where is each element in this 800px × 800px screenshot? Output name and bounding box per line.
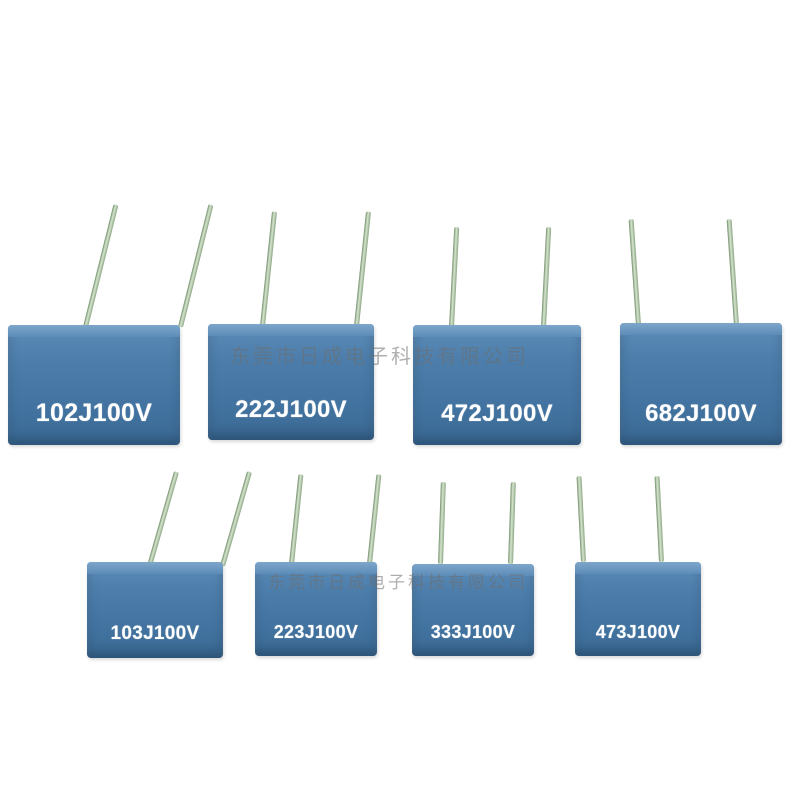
capacitor-label: 682J100V xyxy=(645,399,757,427)
capacitor-label: 223J100V xyxy=(273,621,359,642)
capacitor-103j100v: 103J100V xyxy=(87,468,252,658)
capacitor-label: 102J100V xyxy=(35,399,153,428)
capacitor-102j100v: 102J100V xyxy=(8,200,214,445)
lead-right xyxy=(367,474,382,565)
lead-right xyxy=(220,471,252,567)
capacitor-333j100v: 333J100V xyxy=(412,481,538,656)
lead-right xyxy=(354,211,372,327)
capacitor-body: 223J100V xyxy=(255,562,377,656)
lead-left xyxy=(289,474,304,565)
capacitor-222j100v: 222J100V xyxy=(208,210,378,440)
lead-left xyxy=(260,211,278,327)
capacitor-682j100v: 682J100V xyxy=(620,218,786,445)
capacitor-body: 682J100V xyxy=(620,323,782,445)
lead-left xyxy=(628,219,641,326)
lead-left xyxy=(147,471,179,567)
capacitor-223j100v: 223J100V xyxy=(255,474,382,656)
capacitor-label: 472J100V xyxy=(441,400,553,428)
capacitor-label: 333J100V xyxy=(430,622,516,643)
lead-right xyxy=(508,481,516,565)
capacitor-body: 473J100V xyxy=(575,562,701,656)
watermark-bottom: 东莞市日成电子科技有限公司 xyxy=(268,573,528,593)
lead-right xyxy=(726,219,739,326)
capacitor-body: 472J100V xyxy=(413,325,581,445)
capacitor-473j100v: 473J100V xyxy=(575,475,705,656)
capacitor-label: 103J100V xyxy=(110,622,200,644)
capacitor-body: 222J100V xyxy=(208,324,374,440)
capacitor-body: 103J100V xyxy=(87,562,223,658)
lead-right xyxy=(654,475,664,563)
lead-left xyxy=(438,481,446,565)
capacitor-body: 333J100V xyxy=(412,564,534,656)
lead-left xyxy=(576,475,586,563)
lead-left xyxy=(449,227,460,328)
capacitor-472j100v: 472J100V xyxy=(413,225,585,445)
lead-left xyxy=(83,204,119,328)
capacitor-label: 473J100V xyxy=(595,621,681,642)
capacitor-body: 102J100V xyxy=(8,325,180,445)
lead-right xyxy=(541,227,552,328)
watermark-top: 东莞市日成电子科技有限公司 xyxy=(230,344,529,368)
capacitor-label: 222J100V xyxy=(235,395,347,423)
